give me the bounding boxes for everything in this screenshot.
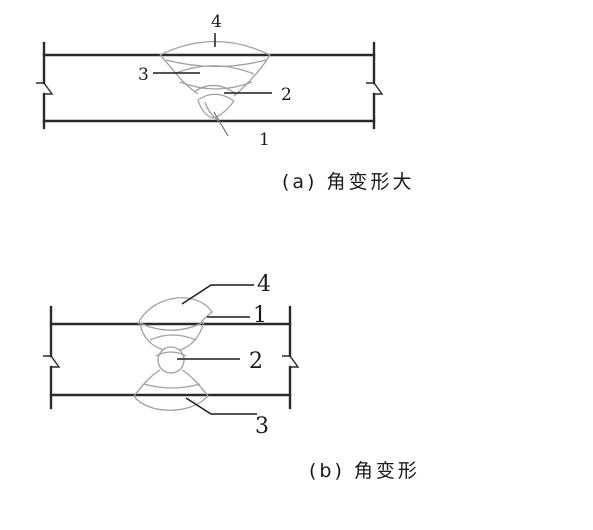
figure-b-weld — [133, 297, 213, 411]
figure-a-plate — [36, 41, 384, 130]
figure-a-pass-2-top — [193, 84, 237, 95]
figure-a-label-3: 3 — [138, 65, 149, 85]
figure-b-label-3: 3 — [255, 414, 269, 439]
figure-a-pass-4-boundary — [165, 59, 267, 68]
figure-b-back-cap-outline — [133, 395, 209, 411]
figure-a-label-1: 1 — [259, 130, 270, 150]
figure-b: 4 1 2 3 (b) 角变形 — [43, 272, 420, 482]
figure-b-upper-pass-line — [149, 334, 197, 341]
figure-b-root-pass — [157, 346, 185, 374]
figure-a-pass-3-top — [175, 65, 255, 75]
figure-b-right-break-mark — [282, 355, 300, 368]
figure-b-upper-groove-left — [139, 322, 165, 351]
figure-a-root-pass-bottom — [197, 99, 235, 119]
figure-a: 4 3 2 1 (a) 角变形大 — [36, 12, 415, 193]
figure-a-right-break-mark — [366, 82, 384, 95]
figure-b-lower-groove-left — [133, 369, 161, 397]
figure-b-leader-3 — [185, 397, 257, 415]
figure-b-annotations: 4 1 2 3 — [177, 272, 271, 439]
figure-a-left-break-mark — [36, 82, 54, 95]
figure-b-label-2: 2 — [249, 349, 263, 374]
figure-a-leader-1 — [213, 111, 229, 137]
figure-b-lower-groove-right — [181, 369, 209, 397]
figure-b-top-cap-outline — [137, 297, 213, 325]
figure-b-label-4: 4 — [257, 272, 271, 297]
figure-a-root-fusion-line — [204, 101, 220, 122]
figure-b-lower-pass-line — [143, 383, 201, 389]
figure-a-groove-left-wall — [159, 54, 199, 95]
figure-a-label-2: 2 — [281, 85, 292, 105]
figure-a-root-pass-top — [197, 93, 235, 102]
figure-b-caption: (b) 角变形 — [309, 460, 420, 482]
figure-a-annotations: 4 3 2 1 — [138, 12, 292, 150]
figure-a-pass-3-bottom — [179, 81, 253, 90]
figure-b-leader-4 — [181, 284, 254, 305]
figure-b-root-pass-upper-bead — [155, 351, 187, 357]
figure-a-groove-right-wall — [233, 54, 271, 97]
figure-a-label-4: 4 — [211, 12, 222, 32]
figure-b-left-break-mark — [43, 355, 61, 368]
figure-b-plate — [43, 305, 300, 410]
figure-a-caption: (a) 角变形大 — [282, 171, 415, 193]
figure-b-top-cap-boundary — [139, 321, 205, 331]
figure-b-label-1: 1 — [253, 303, 267, 328]
